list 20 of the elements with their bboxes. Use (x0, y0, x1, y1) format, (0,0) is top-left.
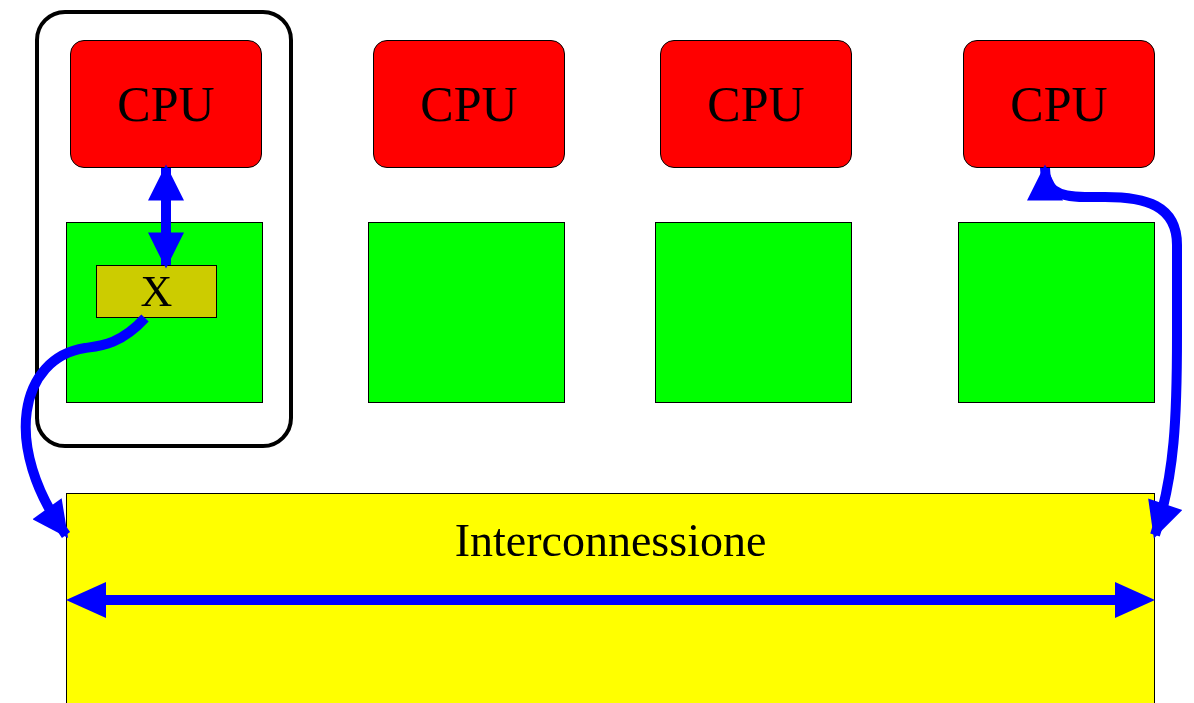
connector-arrow (148, 164, 184, 269)
memory-box (368, 222, 565, 403)
interconnect-box (66, 493, 1155, 703)
connector-arrow (1028, 164, 1182, 539)
memory-box (958, 222, 1155, 403)
node-label: CPU (117, 79, 215, 129)
node-label: Interconnessione (454, 518, 767, 564)
connector-arrow (20, 314, 149, 538)
node-label: CPU (420, 79, 518, 129)
directory-box (96, 265, 217, 318)
node-group-frame (35, 10, 293, 448)
memory-box (655, 222, 852, 403)
node-label: CPU (1010, 79, 1108, 129)
cpu-box (963, 40, 1155, 168)
cpu-box (70, 40, 262, 168)
node-label: CPU (707, 79, 805, 129)
node-label: X (140, 269, 173, 314)
cpu-box (660, 40, 852, 168)
cpu-box (373, 40, 565, 168)
memory-box (66, 222, 263, 403)
